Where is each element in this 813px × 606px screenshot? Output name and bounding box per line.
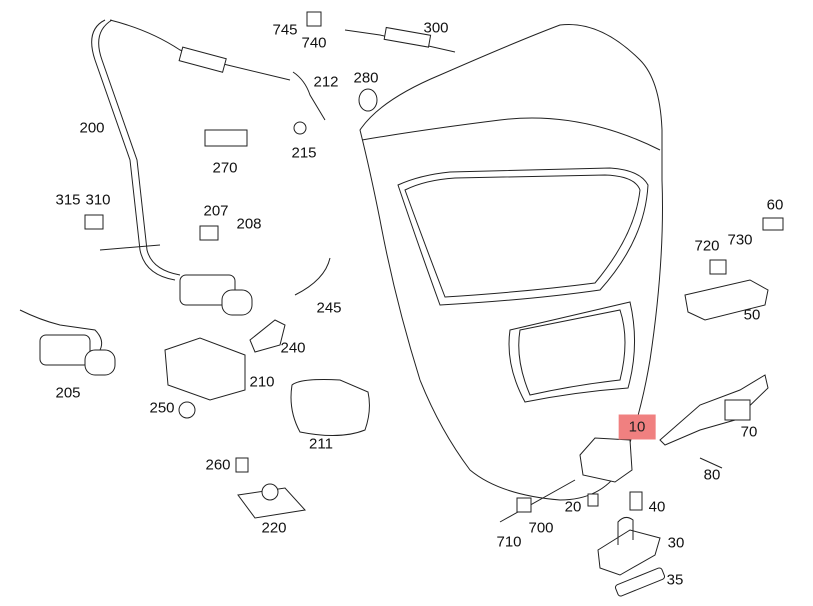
callout-70[interactable]: 70	[740, 423, 758, 441]
callout-208[interactable]: 208	[236, 215, 262, 233]
callout-310[interactable]: 310	[85, 191, 111, 209]
callout-300[interactable]: 300	[423, 19, 449, 37]
callout-215[interactable]: 215	[291, 144, 317, 162]
callout-20[interactable]: 20	[564, 498, 582, 516]
callout-240[interactable]: 240	[280, 339, 306, 357]
callout-250[interactable]: 250	[149, 399, 175, 417]
callout-315[interactable]: 315	[55, 191, 81, 209]
callout-730[interactable]: 730	[727, 231, 753, 249]
callout-745[interactable]: 745	[272, 21, 298, 39]
callout-30[interactable]: 30	[667, 534, 685, 552]
callout-710[interactable]: 710	[496, 533, 522, 551]
callout-200[interactable]: 200	[79, 119, 105, 137]
tailgate-drawing	[359, 23, 663, 501]
callout-207[interactable]: 207	[203, 202, 229, 220]
callout-740[interactable]: 740	[301, 34, 327, 52]
callout-212[interactable]: 212	[313, 73, 339, 91]
callout-50[interactable]: 50	[743, 306, 761, 324]
callout-80[interactable]: 80	[703, 466, 721, 484]
callout-260[interactable]: 260	[205, 456, 231, 474]
callout-60[interactable]: 60	[766, 196, 784, 214]
callout-220[interactable]: 220	[261, 519, 287, 537]
callout-700[interactable]: 700	[528, 519, 554, 537]
callout-245[interactable]: 245	[316, 299, 342, 317]
callout-40[interactable]: 40	[648, 498, 666, 516]
callout-720[interactable]: 720	[694, 237, 720, 255]
callout-10-highlighted[interactable]: 10	[618, 414, 656, 440]
callout-205[interactable]: 205	[55, 384, 81, 402]
callout-211[interactable]: 211	[309, 435, 333, 453]
callout-280[interactable]: 280	[353, 69, 379, 87]
callout-270[interactable]: 270	[212, 159, 238, 177]
callout-35[interactable]: 35	[666, 571, 684, 589]
callout-210[interactable]: 210	[249, 373, 275, 391]
